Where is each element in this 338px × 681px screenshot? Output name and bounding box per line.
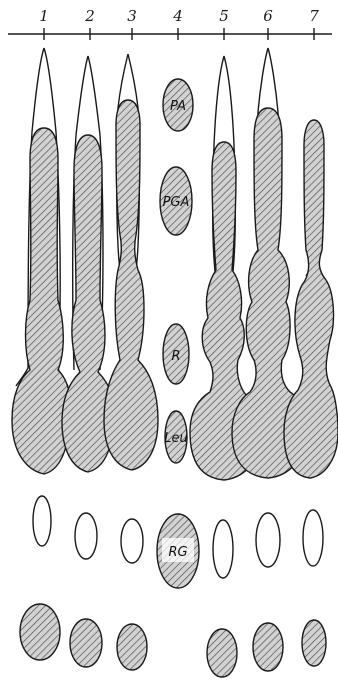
lane-4-markers: PA PGA R Leu RG bbox=[157, 79, 199, 588]
open-spot-lane-1 bbox=[33, 496, 51, 546]
lane-7-streak bbox=[284, 120, 338, 478]
marker-label-pga: PGA bbox=[163, 195, 190, 210]
open-spot-lane-7 bbox=[303, 510, 323, 566]
lane-number-5: 5 bbox=[219, 7, 229, 25]
lane-number-2: 2 bbox=[84, 7, 95, 25]
bottom-spots-row bbox=[20, 604, 326, 677]
lane-number-1: 1 bbox=[39, 7, 49, 25]
bottom-spot-lane-5 bbox=[207, 629, 237, 677]
lane-number-3: 3 bbox=[127, 7, 137, 25]
open-spot-lane-3 bbox=[121, 519, 143, 563]
lane-number-6: 6 bbox=[263, 7, 273, 25]
bottom-spot-lane-6 bbox=[253, 623, 283, 671]
open-spot-lane-2 bbox=[75, 513, 97, 559]
bottom-spot-lane-2 bbox=[70, 619, 102, 667]
open-spot-lane-6 bbox=[256, 513, 280, 567]
marker-label-leu: Leu bbox=[164, 431, 187, 446]
open-spot-lane-5 bbox=[213, 520, 233, 578]
marker-label-rg: RG bbox=[168, 545, 187, 560]
lane-3-streak bbox=[104, 54, 158, 470]
bottom-spot-lane-3 bbox=[117, 624, 147, 670]
bottom-spot-lane-7 bbox=[302, 620, 326, 666]
lane-1-streak bbox=[12, 48, 71, 474]
lane-number-7: 7 bbox=[309, 7, 319, 25]
lane-number-4: 4 bbox=[172, 7, 183, 25]
marker-label-pa: PA bbox=[170, 99, 186, 114]
marker-label-r: R bbox=[171, 349, 180, 364]
bottom-spot-lane-1 bbox=[20, 604, 60, 660]
